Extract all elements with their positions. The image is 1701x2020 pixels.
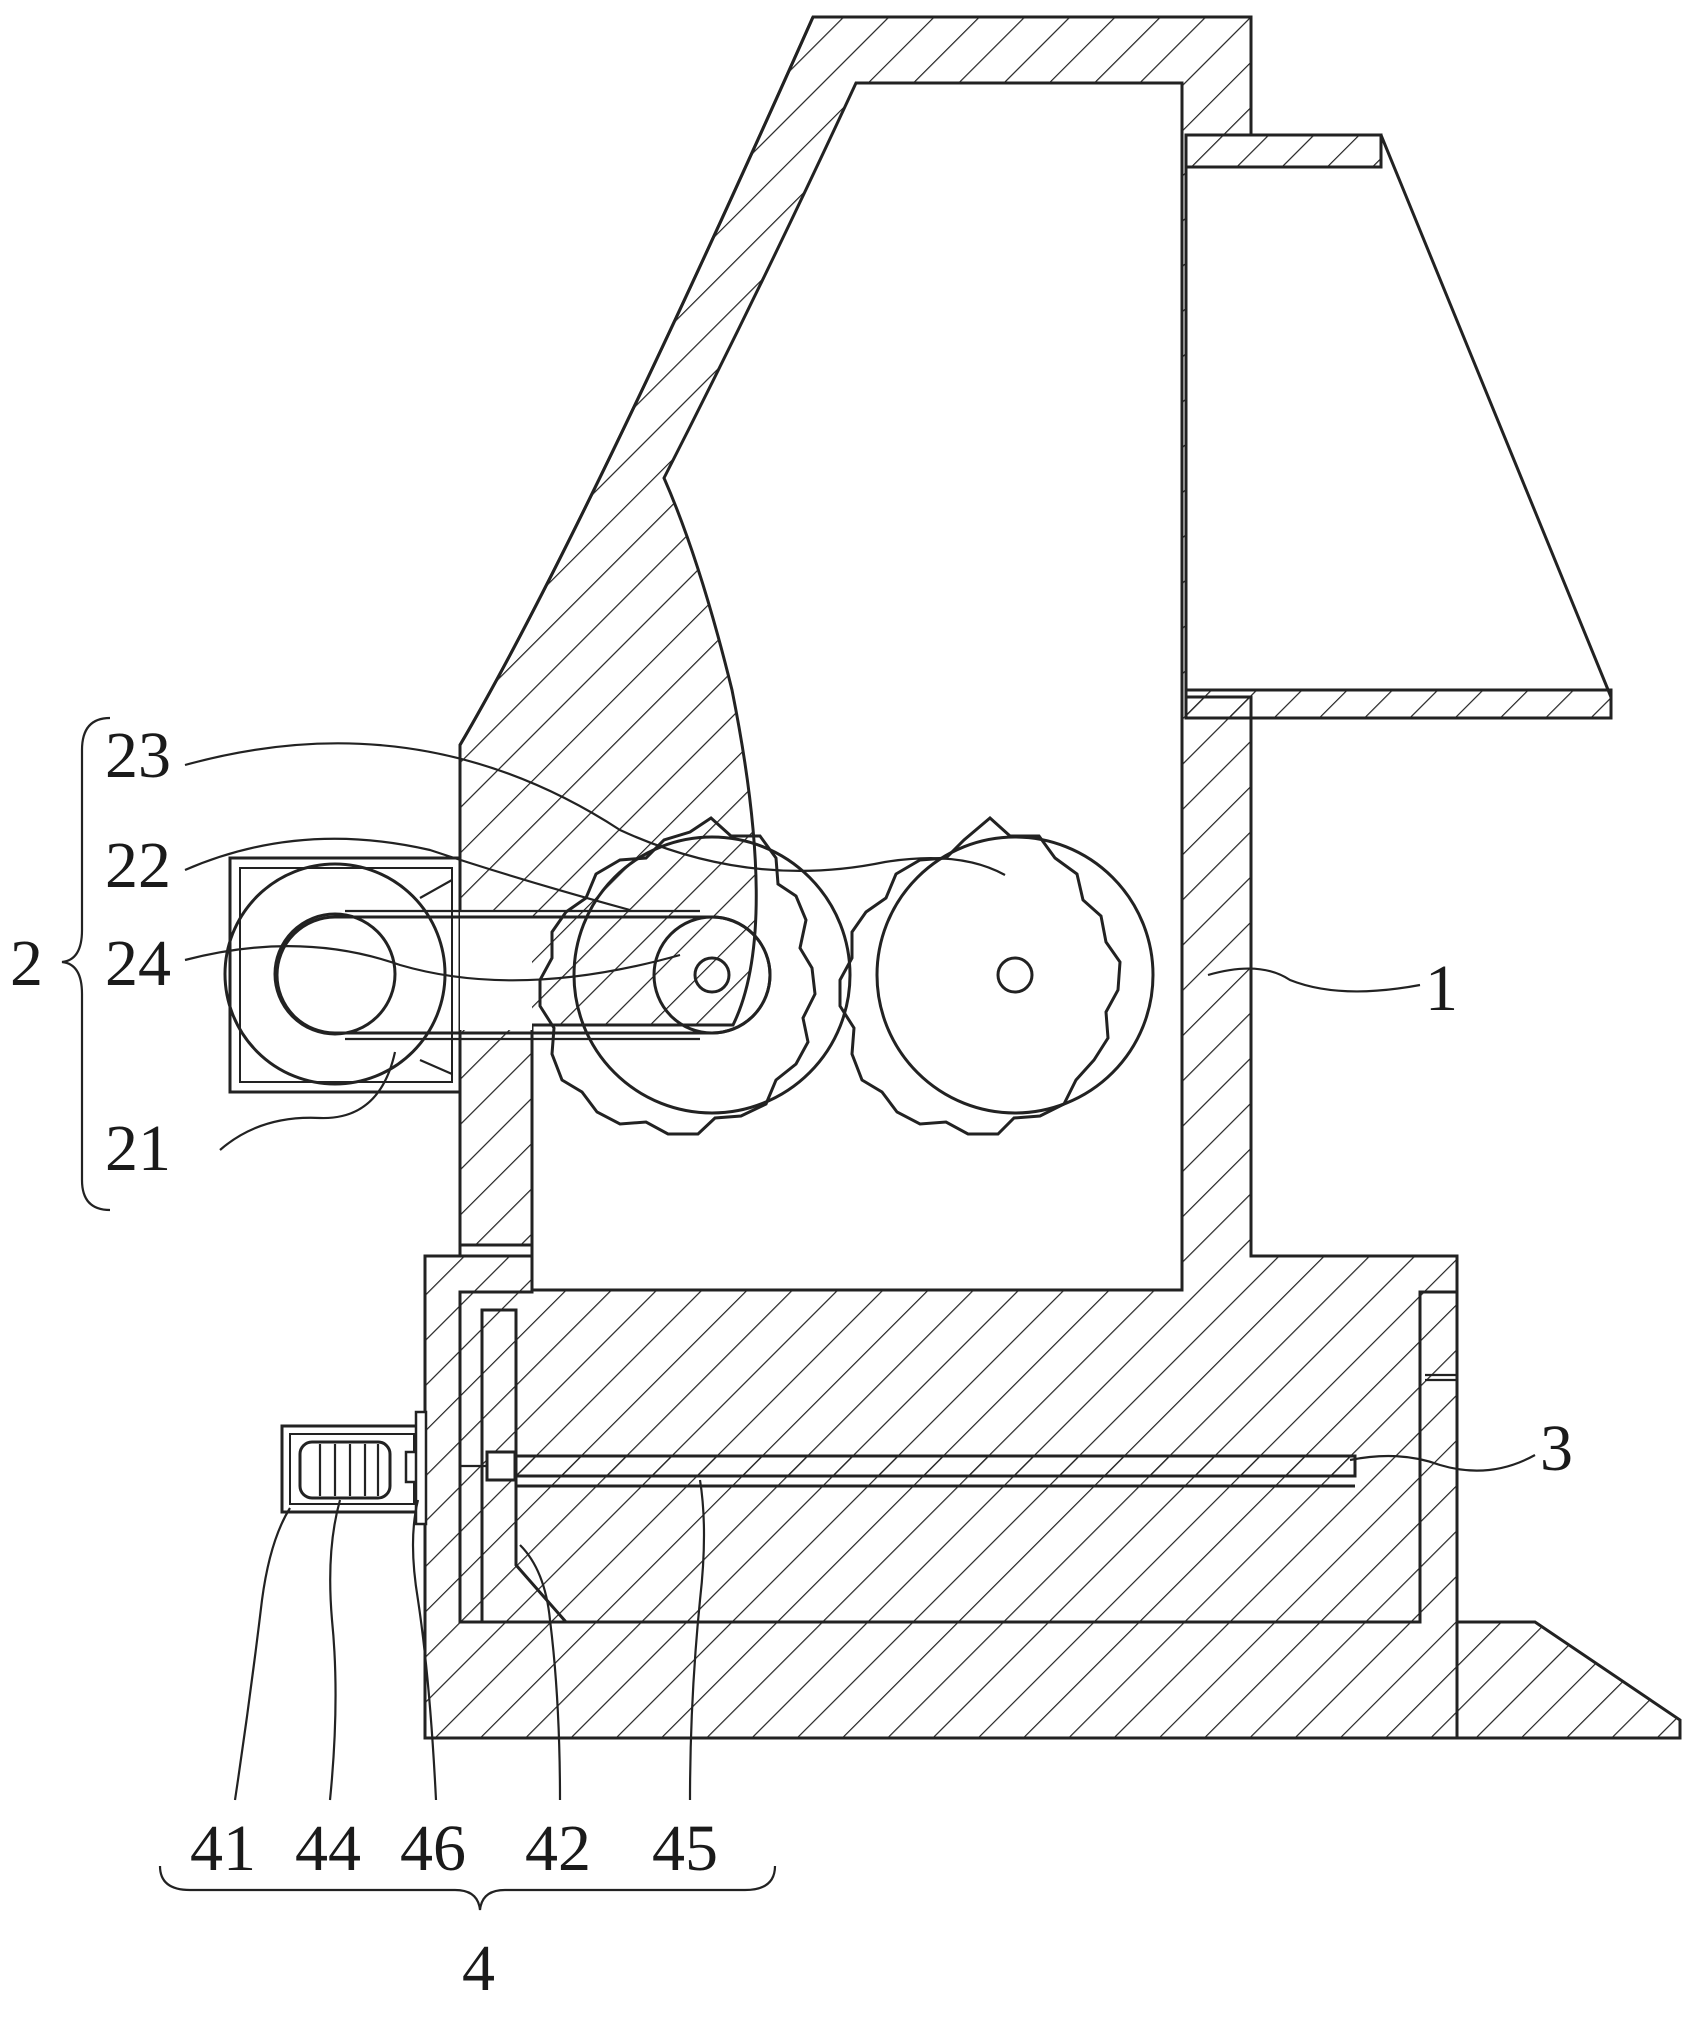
label-21: 21: [105, 1112, 171, 1185]
leader-41: [233, 1507, 291, 1801]
label-46: 46: [400, 1812, 466, 1885]
lead-screw: [460, 1450, 1357, 1488]
leader-46: [411, 1499, 438, 1801]
leader-44: [328, 1499, 342, 1801]
right-guide: [1418, 1292, 1457, 1622]
label-45: 45: [652, 1812, 718, 1885]
leader-45: [688, 1479, 706, 1801]
label-22: 22: [105, 829, 171, 902]
belt-channel: [460, 912, 532, 1030]
leader-23: [184, 742, 1006, 876]
leader-1: [1207, 967, 1421, 993]
leader-lines: [184, 742, 1536, 1801]
side-chute: [1184, 133, 1613, 720]
bottom-foot: [1455, 1620, 1682, 1740]
leader-3: [1349, 1454, 1536, 1472]
label-24: 24: [105, 927, 171, 1000]
leader-42: [519, 1544, 562, 1801]
brace-4: [158, 1865, 777, 1911]
drive-belt: [275, 909, 772, 1041]
scraper-plate: [480, 1308, 570, 1624]
brace-2: [61, 716, 111, 1212]
leader-22: [184, 837, 631, 912]
label-1: 1: [1425, 952, 1458, 1025]
label-23: 23: [105, 719, 171, 792]
right-roller: [838, 816, 1155, 1136]
label-44: 44: [295, 1812, 361, 1885]
label-42: 42: [525, 1812, 591, 1885]
upper-housing-wall: [458, 15, 1459, 1624]
drive-box: [228, 856, 462, 1094]
label-3: 3: [1540, 1412, 1573, 1485]
label-2: 2: [10, 927, 43, 1000]
label-41: 41: [190, 1812, 256, 1885]
leader-21: [219, 1051, 397, 1151]
leader-24: [184, 945, 681, 982]
motor-assembly: [280, 1410, 428, 1526]
label-4: 4: [462, 1932, 495, 2005]
